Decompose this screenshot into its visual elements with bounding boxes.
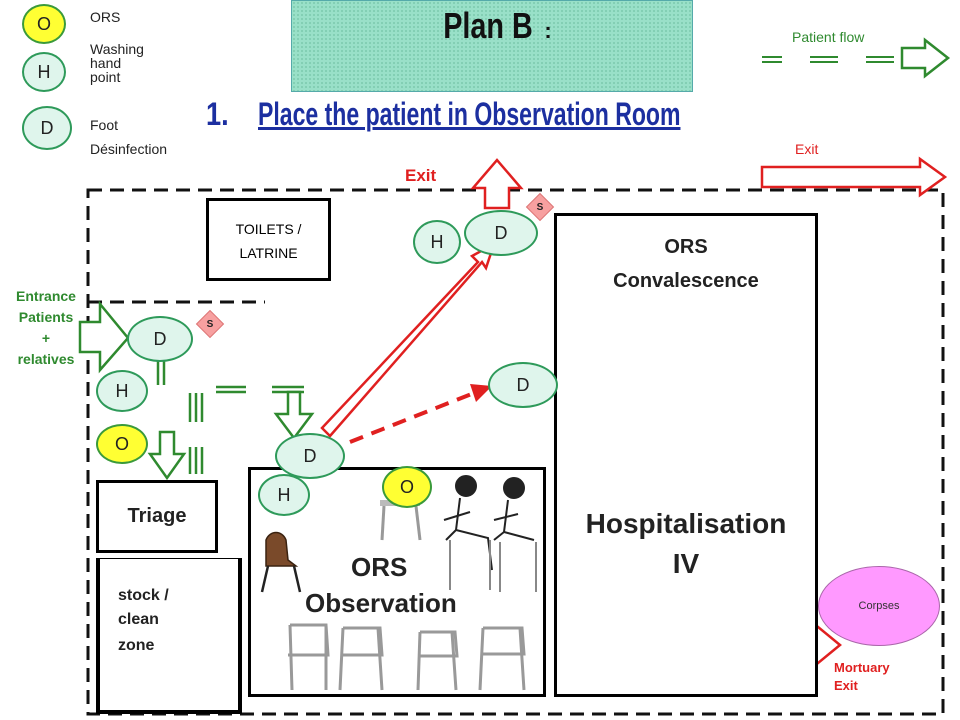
legend-o-circle: O [22, 4, 66, 44]
marker-d-hospitalisation: D [488, 362, 558, 408]
legend-h-circle: H [22, 52, 66, 92]
exit-legend-label: Exit [795, 141, 819, 157]
legend-d-label-1: Foot [90, 117, 119, 133]
marker-h-observation: H [258, 474, 310, 516]
marker-o-observation: O [382, 466, 432, 508]
toilets-label-1: TOILETS / [235, 221, 302, 237]
convalescence-label-2: Convalescence [613, 270, 759, 292]
exit-top-label: Exit [405, 166, 437, 185]
marker-d-observation-text: D [303, 445, 317, 466]
stock-label-3: zone [118, 637, 155, 654]
marker-s-entrance-text: S [206, 318, 214, 330]
entrance-label-3: + [41, 330, 51, 346]
entrance-arrow [78, 300, 130, 374]
marker-d-exit: D [464, 210, 538, 256]
hospitalisation-label-1: Hospitalisation [585, 508, 787, 539]
flow-arrow-to-observation [273, 390, 315, 441]
mortuary-exit-label-2: Exit [834, 678, 858, 693]
marker-h-exit-text: H [430, 231, 444, 252]
marker-h-entrance: H [96, 370, 148, 412]
observation-label-1: ORS [351, 552, 408, 582]
page-title: Plan B [443, 5, 534, 46]
seated-figures [443, 475, 537, 592]
brown-chair [260, 531, 302, 593]
patient-flow-label: Patient flow [792, 29, 865, 45]
dashed-arrow-to-hospitalisation [349, 391, 475, 444]
dashed-arrow-head [470, 384, 492, 402]
marker-d-hospitalisation-text: D [516, 374, 530, 395]
legend-h-label-3: point [90, 69, 121, 85]
stock-label-1: stock / [118, 587, 169, 604]
page-title-suffix: : [544, 18, 552, 43]
entrance-label-4: relatives [17, 351, 75, 367]
subtitle: Place the patient in Observation Room [258, 96, 681, 132]
triage-label: Triage [127, 505, 187, 527]
legend-d-label-2: Désinfection [90, 141, 168, 157]
convalescence-hospitalisation-room: ORS Convalescence Hospitalisation IV [554, 213, 818, 697]
stock-clean-zone: stock / clean zone [96, 558, 242, 714]
marker-o-triage-text: O [114, 433, 129, 454]
legend-h-label-1: Washing [90, 41, 144, 57]
flow-arrow-to-triage [147, 430, 187, 481]
entrance-label: Entrance Patients + relatives [0, 286, 92, 370]
hospitalisation-label-2: IV [672, 548, 700, 579]
legend-h-label-2: hand [90, 55, 122, 71]
legend-o-symbol: O [36, 13, 51, 34]
legend-o-label: ORS [90, 9, 121, 25]
exit-legend-arrow [760, 156, 948, 198]
mortuary-exit-label-1: Mortuary [834, 660, 890, 675]
marker-h-exit: H [413, 220, 461, 264]
legend-h-symbol: H [37, 61, 51, 82]
marker-o-observation-text: O [399, 476, 414, 497]
exit-top-arrow [470, 158, 524, 210]
convalescence-label-1: ORS [664, 236, 708, 258]
perimeter-dashed [86, 188, 945, 716]
marker-h-entrance-text: H [115, 380, 129, 401]
stock-label-2: clean [118, 611, 159, 628]
triage-room: Triage [96, 480, 218, 553]
marker-d-entrance-text: D [153, 328, 167, 349]
toilets-label-2: LATRINE [239, 245, 298, 261]
title-box: Plan B: [291, 0, 693, 92]
patient-flow-legend-arrow [900, 37, 951, 79]
corpses-label: Corpses [858, 600, 900, 612]
marker-o-triage: O [96, 424, 148, 464]
marker-s-exit-text: S [536, 201, 544, 213]
flow-arrow-to-exit [320, 241, 497, 438]
entrance-label-2: Patients [18, 309, 74, 325]
legend-d-circle: D [22, 106, 72, 150]
observation-label-2: Observation [305, 588, 457, 618]
marker-d-exit-text: D [494, 222, 508, 243]
marker-d-observation: D [275, 433, 345, 479]
entrance-label-1: Entrance [16, 288, 76, 304]
corpses-area: Corpses [818, 566, 940, 646]
patient-flow-legend-line [762, 56, 894, 63]
subtitle-number: 1. [206, 96, 229, 132]
legend-d-symbol: D [40, 117, 54, 138]
marker-d-entrance: D [127, 316, 193, 362]
toilets-room: TOILETS / LATRINE [206, 198, 331, 281]
marker-h-observation-text: H [277, 484, 291, 505]
